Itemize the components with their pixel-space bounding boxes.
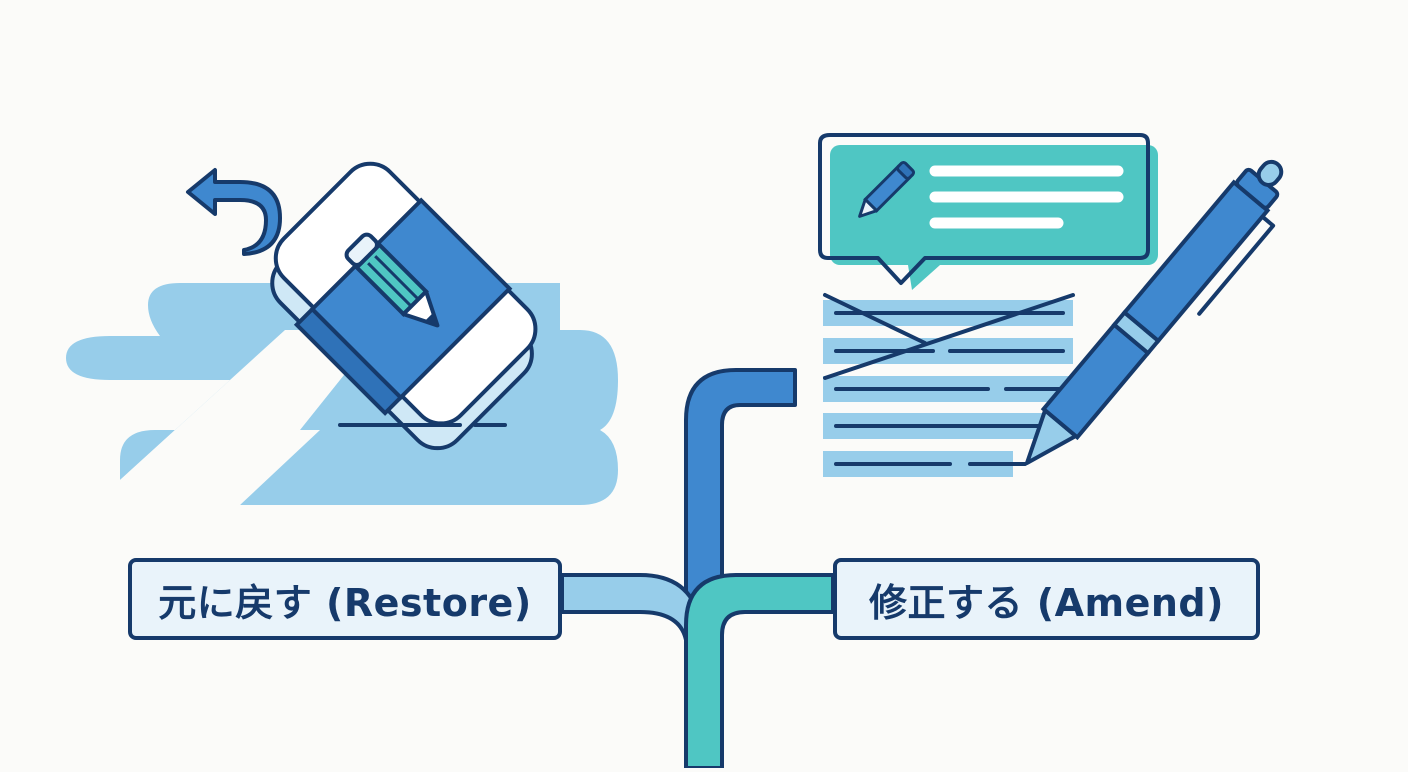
undo-arrow-icon [186,168,282,256]
crossed-out-document [823,293,1075,477]
pencil-icon [344,232,440,328]
pen-icon [1025,159,1284,465]
amend-label: 修正する (Amend) [833,558,1260,640]
pencil-icon [858,160,916,218]
speech-bubble-icon [818,133,1158,290]
eraser-icon [270,161,538,451]
restore-label-text: 元に戻す (Restore) [158,580,532,625]
amend-label-text: 修正する (Amend) [869,580,1224,625]
restore-label: 元に戻す (Restore) [128,558,562,640]
branch-connector [560,368,835,770]
